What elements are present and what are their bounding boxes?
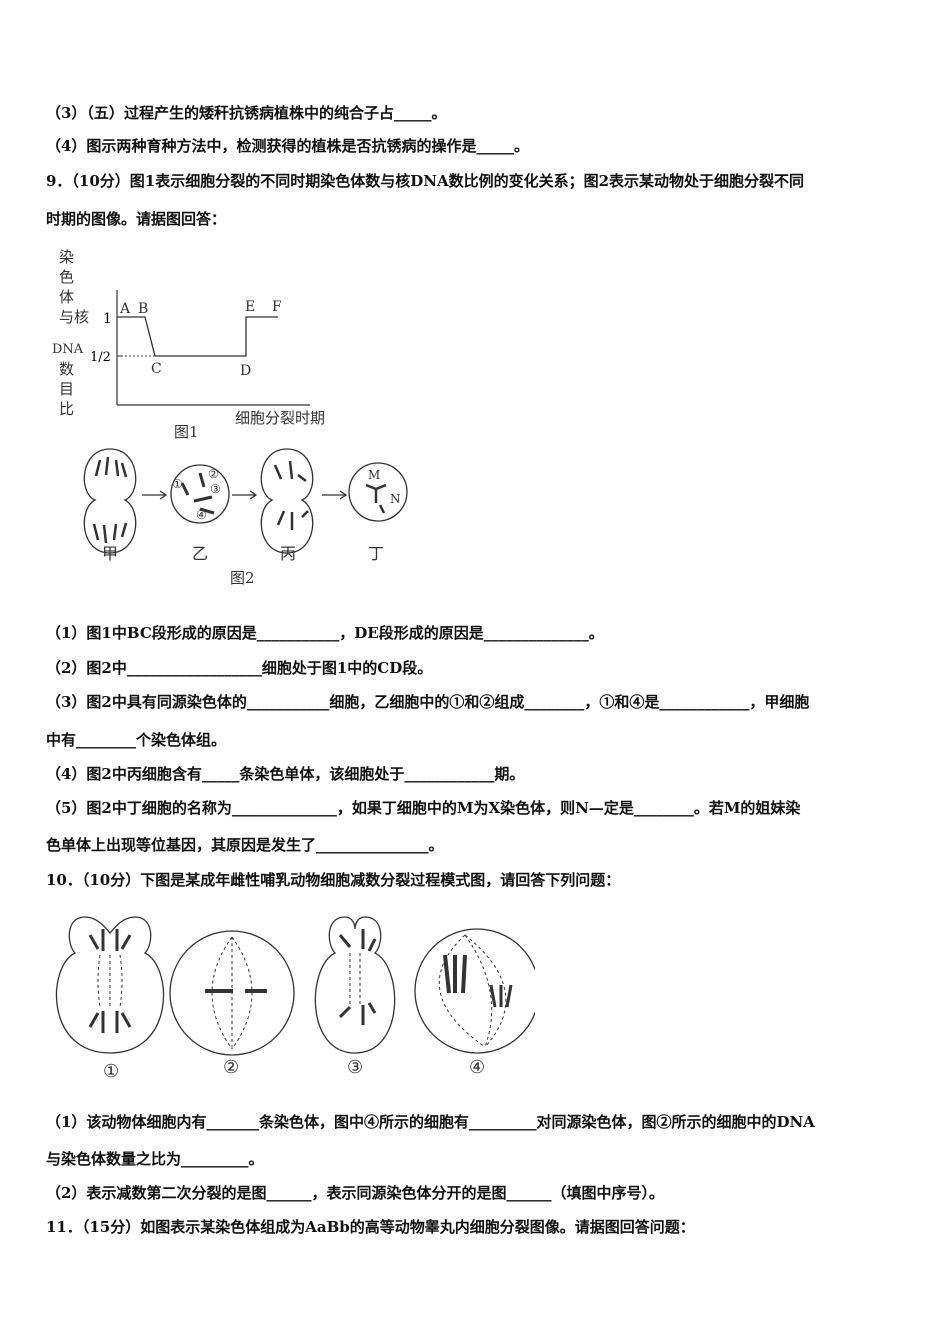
q9-part5-cont: 色单体上出现等位基因，其原因是发生了_______________。 xyxy=(46,836,444,854)
cell-jia-outline xyxy=(83,448,137,554)
q10-stem: 10．（10分）下图是某成年雌性哺乳动物细胞减数分裂过程模式图，请回答下列问题： xyxy=(46,871,621,889)
q11-stem: 11．（15分）如图表示某染色体组成为AaBb的高等动物睾丸内细胞分裂图像。请据… xyxy=(46,1218,695,1236)
fig1-series-line xyxy=(117,316,278,357)
q9-stem-cont: 时期的图像。请据图回答： xyxy=(46,210,227,228)
fig1-point-d: D xyxy=(240,363,251,379)
cell-ding-outline xyxy=(348,462,408,522)
fig1-ylabel-8: 比 xyxy=(59,400,74,418)
q9-part2: （2）图2中__________________细胞处于图1中的CD段。 xyxy=(46,659,433,677)
q9-part3: （3）图2中具有同源染色体的___________细胞，乙细胞中的①和②组成__… xyxy=(46,693,810,711)
fig1-point-a: A xyxy=(119,301,131,317)
cell-bing-outline xyxy=(260,448,314,554)
q9-part5: （5）图2中丁细胞的名称为______________，如果丁细胞中的M为X染色… xyxy=(46,799,801,817)
q9-part3-cont: 中有________个染色体组。 xyxy=(46,731,227,749)
q9-part4: （4）图2中丙细胞含有_____条染色单体，该细胞处于____________期… xyxy=(46,765,525,783)
fig1-xlabel: 细胞分裂时期 xyxy=(235,409,325,427)
meiosis-cell-4-outline xyxy=(414,928,535,1054)
fig2-mark-4: ④ xyxy=(196,508,207,522)
fig2-mark-2: ② xyxy=(208,467,219,481)
fig1-ylabel-4: 与核 xyxy=(59,308,89,326)
fig2-mark-n: N xyxy=(390,492,401,506)
cell-yi-outline xyxy=(170,464,230,524)
fig2-mark-3: ③ xyxy=(210,482,221,496)
fig1-ytick-half: 1/2 xyxy=(90,350,111,365)
fig1-point-c: C xyxy=(151,361,162,377)
fig1-caption: 图1 xyxy=(174,423,199,441)
fig1-point-e: E xyxy=(245,299,255,315)
fig1-ylabel-1: 染 xyxy=(59,248,74,266)
meiosis-label-4: ④ xyxy=(469,1057,485,1078)
meiosis-label-1: ① xyxy=(103,1061,119,1082)
figure-1-chart: 染 色 体 与核 DNA 数 目 比 1 1/2 A B C D E F 细胞分… xyxy=(52,248,325,441)
meiosis-label-2: ② xyxy=(223,1057,239,1078)
meiosis-cell-2-outline xyxy=(169,930,295,1056)
figure-2-cells: ① ② ③ ④ M N 甲 乙 丙 丁 图2 xyxy=(83,448,408,587)
meiosis-cell-3-outline xyxy=(314,916,396,1054)
fig2-mark-1: ① xyxy=(172,477,183,491)
fig1-ylabel-6: 数 xyxy=(59,360,74,378)
q10-part1: （1）该动物体细胞内有_______条染色体，图中④所示的细胞有________… xyxy=(46,1113,815,1131)
q8-part4: （4）图示两种育种方法中，检测获得的植株是否抗锈病的操作是_____。 xyxy=(46,137,529,155)
q9-stem: 9．（10分）图1表示细胞分裂的不同时期染色体数与核DNA数比例的变化关系；图2… xyxy=(46,172,805,190)
fig1-ylabel-5: DNA xyxy=(52,342,84,357)
meiosis-label-3: ③ xyxy=(347,1057,363,1078)
fig2-mark-m: M xyxy=(368,468,380,482)
fig1-point-f: F xyxy=(272,299,282,315)
cell-label-bing: 丙 xyxy=(280,544,296,563)
meiosis-cell-1-outline xyxy=(55,916,165,1054)
q8-part3: （3）（五）过程产生的矮秆抗锈病植株中的纯合子占_____。 xyxy=(46,104,447,122)
q9-part1: （1）图1中BC段形成的原因是___________，DE段形成的原因是____… xyxy=(46,624,604,642)
fig1-ylabel-3: 体 xyxy=(59,288,74,306)
cell-label-yi: 乙 xyxy=(192,544,208,563)
figure-meiosis-cells: ① ② ③ ④ xyxy=(55,916,535,1082)
fig1-point-b: B xyxy=(138,301,148,317)
q10-part2: （2）表示减数第二次分裂的是图______，表示同源染色体分开的是图______… xyxy=(46,1184,664,1202)
fig2-caption: 图2 xyxy=(230,569,255,587)
fig1-ytick-1: 1 xyxy=(103,311,112,327)
q10-part1-cont: 与染色体数量之比为_________。 xyxy=(46,1150,264,1168)
cell-label-jia: 甲 xyxy=(102,544,118,563)
fig1-ylabel-7: 目 xyxy=(59,380,74,398)
cell-label-ding: 丁 xyxy=(368,544,384,563)
fig1-ylabel-2: 色 xyxy=(59,268,74,286)
